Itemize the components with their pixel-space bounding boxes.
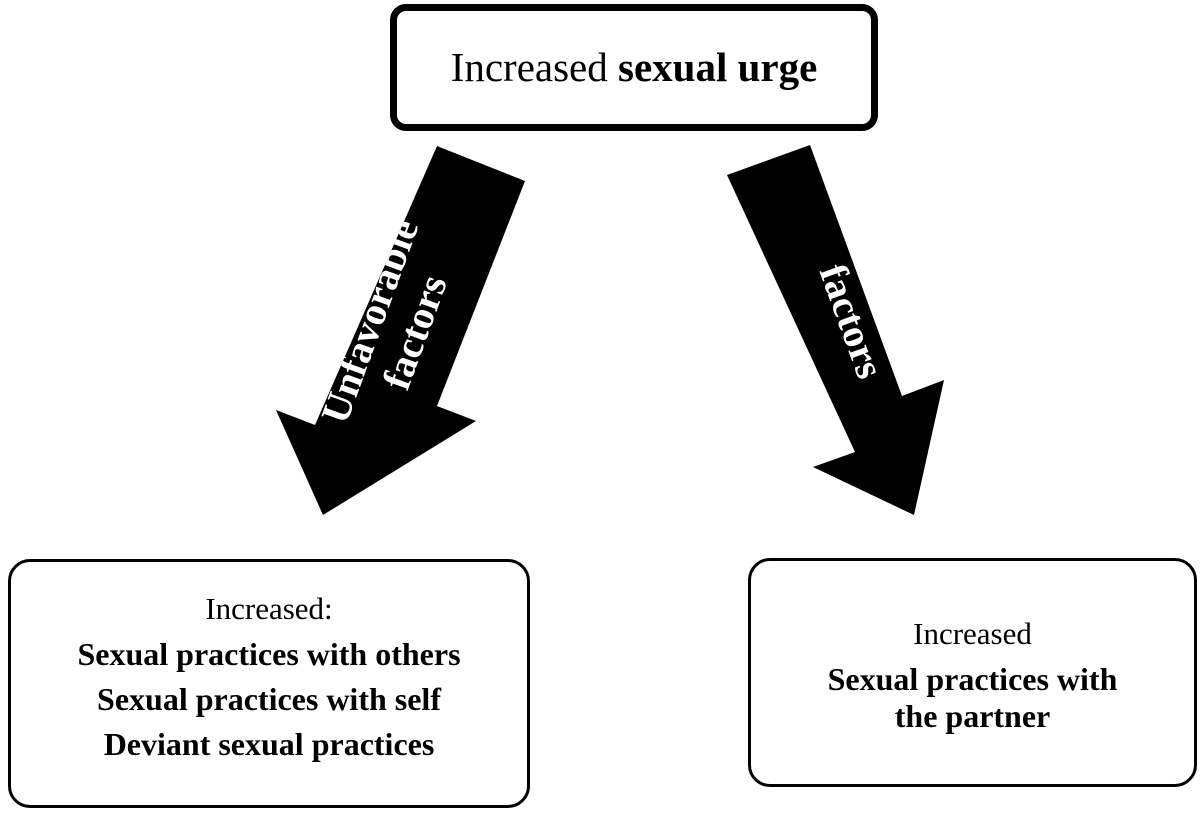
sexual-urge-box: Increased sexual urge (390, 4, 878, 131)
sexual-urge-emphasis: sexual urge (618, 44, 818, 90)
unfavorable-outcome-item: Deviant sexual practices (103, 726, 435, 762)
favorable-arrow (727, 145, 944, 515)
sexual-urge-prefix: Increased (450, 44, 608, 90)
favorable-outcome-line: the partner (894, 698, 1051, 734)
unfavorable-outcome-item: Sexual practices with self (97, 681, 441, 717)
favorable-outcome-heading: Increased (913, 616, 1032, 651)
favorable-outcome-box: Increased Sexual practices with the part… (748, 558, 1197, 787)
unfavorable-arrow (276, 146, 525, 515)
unfavorable-outcome-heading: Increased: (205, 591, 333, 626)
unfavorable-outcome-item: Sexual practices with others (77, 636, 461, 672)
unfavorable-outcome-box: Increased: Sexual practices with others … (8, 559, 530, 808)
favorable-outcome-line: Sexual practices with (827, 661, 1118, 697)
